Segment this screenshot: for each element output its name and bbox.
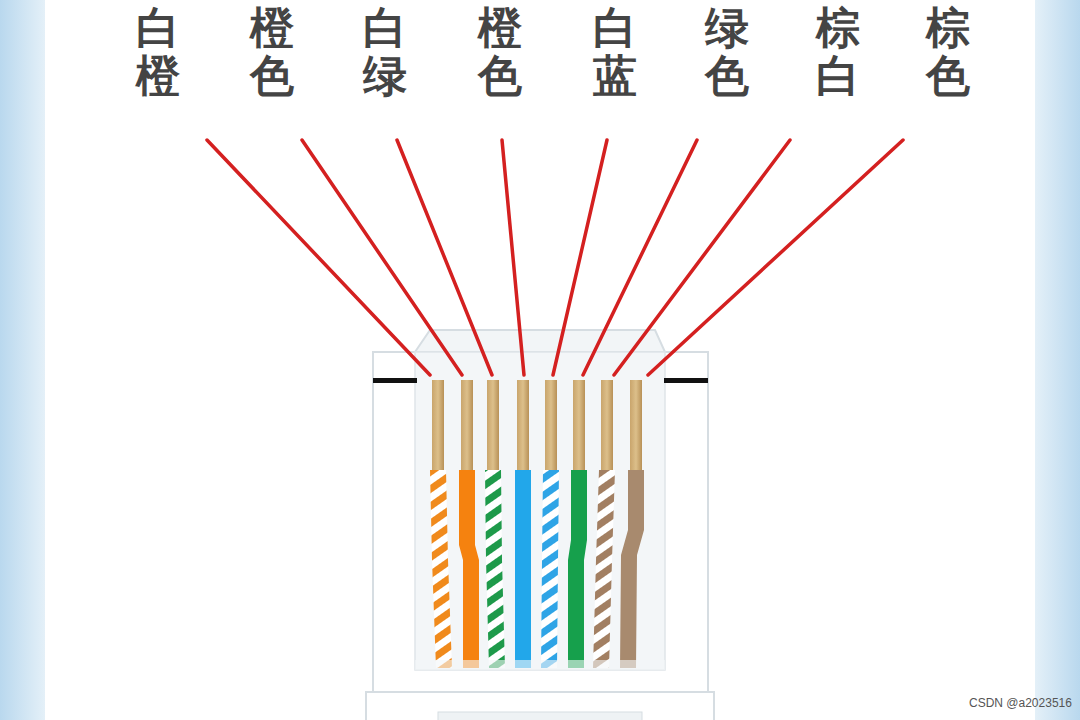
leader-lines	[207, 140, 903, 375]
wire-color-label: 白橙	[136, 4, 180, 101]
wire-color-label: 橙色	[478, 4, 522, 101]
wire-color-label: 绿色	[705, 4, 749, 101]
wire-color-label: 棕色	[926, 4, 970, 101]
wire-color-label: 白蓝	[593, 4, 637, 101]
wire-color-label: 橙色	[250, 4, 294, 101]
wire-color-label: 白绿	[363, 4, 407, 101]
watermark: CSDN @a2023516	[969, 696, 1072, 710]
wire-color-label: 棕白	[816, 4, 860, 101]
